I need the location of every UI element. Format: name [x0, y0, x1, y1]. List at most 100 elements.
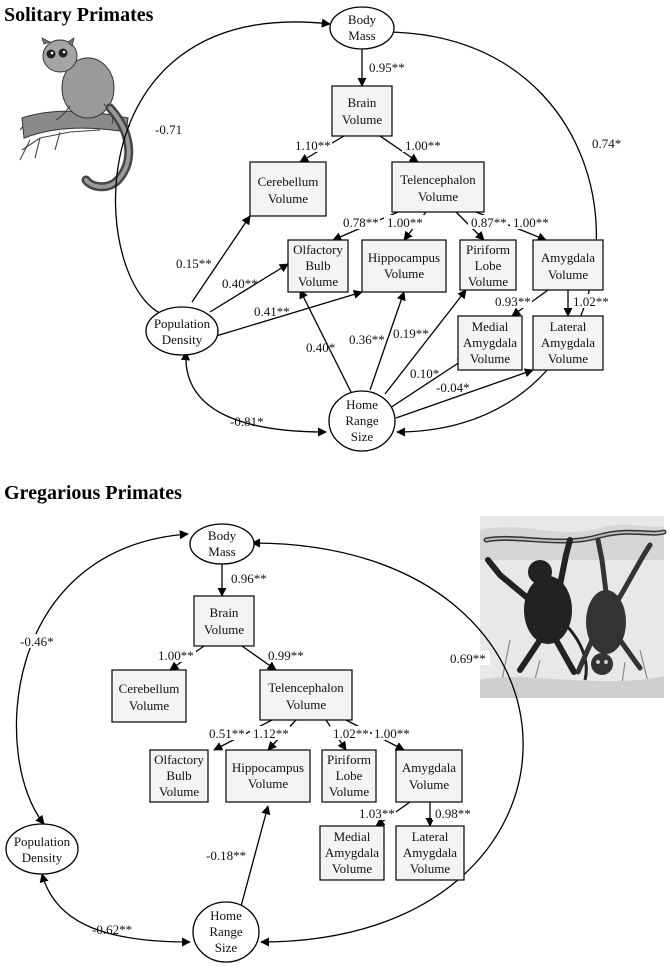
svg-text:Volume: Volume [329, 784, 369, 799]
path-population-bodymass [115, 18, 331, 321]
svg-text:Volume: Volume [470, 351, 510, 366]
svg-text:Volume: Volume [204, 622, 244, 637]
coef-brain-telencephalon: 1.00** [405, 138, 441, 153]
coef-amygdala-lateral: 1.02** [573, 294, 609, 309]
g-node-medial-amygdala-volume: Medial Amygdala Volume [319, 825, 385, 881]
coef-tel-hippocampus: 1.00** [387, 215, 423, 230]
node-cerebellum-volume: Cerebellum Volume [249, 161, 327, 217]
gregarious-diagram: Gregarious Primates [4, 482, 667, 963]
solitary-coefficients: 0.95** 1.10** 1.00** 0.78** 1.00** 0.87*… [152, 60, 626, 429]
svg-text:Density: Density [22, 850, 63, 865]
coef-homerange-olfactory: 0.40* [306, 340, 335, 355]
path-homerange-piriform [384, 289, 467, 395]
svg-text:Mass: Mass [208, 544, 235, 559]
path-homerange-lateral [395, 368, 534, 419]
svg-text:Piriform: Piriform [466, 242, 510, 257]
g-path-brain-telencephalon [241, 645, 277, 671]
coef-population-hippocampus: 0.41** [254, 304, 290, 319]
node-body-mass: Body Mass [329, 6, 395, 50]
svg-text:Amygdala: Amygdala [403, 845, 457, 860]
svg-text:Amygdala: Amygdala [402, 760, 456, 775]
g-coef-tel-piriform: 1.02** [333, 726, 369, 741]
node-piriform-lobe-volume: Piriform Lobe Volume [459, 239, 517, 291]
svg-text:Amygdala: Amygdala [463, 335, 517, 350]
g-path-homerange-hippocampus [239, 805, 271, 911]
svg-text:Medial: Medial [334, 829, 371, 844]
svg-text:Volume: Volume [268, 191, 308, 206]
svg-text:Volume: Volume [248, 776, 288, 791]
path-homerange-medial [389, 357, 467, 409]
svg-text:Olfactory: Olfactory [154, 752, 204, 767]
svg-text:Amygdala: Amygdala [541, 335, 595, 350]
coef-homerange-medial: 0.10* [410, 366, 439, 381]
svg-text:Body: Body [208, 528, 237, 543]
path-brain-telencephalon [379, 135, 419, 163]
svg-text:Volume: Volume [410, 861, 450, 876]
svg-text:Lobe: Lobe [475, 258, 502, 273]
g-node-home-range-size: Home Range Size [192, 901, 260, 963]
coef-tel-piriform: 0.87** [471, 215, 507, 230]
svg-text:Amygdala: Amygdala [541, 250, 595, 265]
g-path-homerange-bodymass [251, 538, 524, 947]
coef-bm-brain: 0.95** [369, 60, 405, 75]
g-node-hippocampus-volume: Hippocampus Volume [225, 749, 311, 803]
coef-brain-cerebellum: 1.10** [295, 138, 331, 153]
svg-text:Brain: Brain [210, 605, 239, 620]
node-telencephalon-volume: Telencephalon Volume [391, 161, 485, 213]
g-node-body-mass: Body Mass [189, 523, 255, 565]
g-coef-population-homerange: -0.62** [92, 922, 132, 937]
svg-text:Volume: Volume [418, 189, 458, 204]
path-homerange-hippocampus [369, 291, 406, 391]
g-coef-homerange-bodymass: 0.69** [450, 651, 486, 666]
path-population-hippocampus [215, 290, 363, 337]
svg-text:Cerebellum: Cerebellum [258, 174, 319, 189]
svg-text:Density: Density [162, 332, 203, 347]
gregarious-title: Gregarious Primates [4, 482, 182, 504]
svg-text:Home: Home [346, 397, 378, 412]
svg-text:Hippocampus: Hippocampus [232, 760, 304, 775]
coef-tel-olfactory: 0.78** [343, 215, 379, 230]
gregarious-coefficients: 0.96** 1.00** 0.99** 0.51** 1.12** 1.02*… [18, 571, 490, 937]
svg-text:Volume: Volume [129, 698, 169, 713]
svg-text:Olfactory: Olfactory [293, 242, 343, 257]
g-coef-tel-amygdala: 1.00** [374, 726, 410, 741]
path-homerange-bodymass [383, 27, 597, 437]
g-coef-brain-telencephalon: 0.99** [268, 648, 304, 663]
solitary-diagram: Solitary Primates [4, 4, 626, 452]
svg-text:Body: Body [348, 12, 377, 27]
svg-text:Hippocampus: Hippocampus [368, 250, 440, 265]
g-coef-amygdala-medial: 1.03** [359, 806, 395, 821]
g-coef-homerange-hippocampus: -0.18** [206, 848, 246, 863]
coef-population-homerange: -0.81* [230, 414, 264, 429]
svg-text:Amygdala: Amygdala [325, 845, 379, 860]
svg-text:Home: Home [210, 908, 242, 923]
g-coef-tel-hippocampus: 1.12** [253, 726, 289, 741]
g-node-cerebellum-volume: Cerebellum Volume [111, 669, 187, 723]
g-node-population-density: Population Density [5, 823, 79, 875]
path-population-homerange [180, 351, 327, 437]
g-node-lateral-amygdala-volume: Lateral Amygdala Volume [395, 825, 465, 881]
svg-text:Piriform: Piriform [327, 752, 371, 767]
g-coef-amygdala-lateral: 0.98** [435, 806, 471, 821]
svg-text:Size: Size [215, 940, 238, 955]
g-node-telencephalon-volume: Telencephalon Volume [259, 669, 353, 721]
svg-text:Bulb: Bulb [305, 258, 330, 273]
g-node-brain-volume: Brain Volume [193, 595, 255, 647]
svg-text:Volume: Volume [409, 777, 449, 792]
g-node-olfactory-bulb-volume: Olfactory Bulb Volume [149, 749, 209, 803]
svg-text:Population: Population [154, 316, 211, 331]
node-olfactory-bulb-volume: Olfactory Bulb Volume [287, 239, 349, 293]
svg-text:Medial: Medial [472, 319, 509, 334]
node-home-range-size: Home Range Size [328, 390, 396, 452]
coef-population-bodymass: -0.71 [155, 122, 182, 137]
coef-population-olfactory: 0.40** [222, 276, 258, 291]
svg-text:Population: Population [14, 834, 71, 849]
svg-text:Volume: Volume [548, 351, 588, 366]
path-population-cerebellum [191, 215, 251, 303]
node-population-density: Population Density [145, 306, 219, 356]
svg-text:Mass: Mass [348, 28, 375, 43]
g-node-amygdala-volume: Amygdala Volume [395, 749, 463, 803]
svg-text:Size: Size [351, 429, 374, 444]
node-lateral-amygdala-volume: Lateral Amygdala Volume [532, 315, 604, 371]
